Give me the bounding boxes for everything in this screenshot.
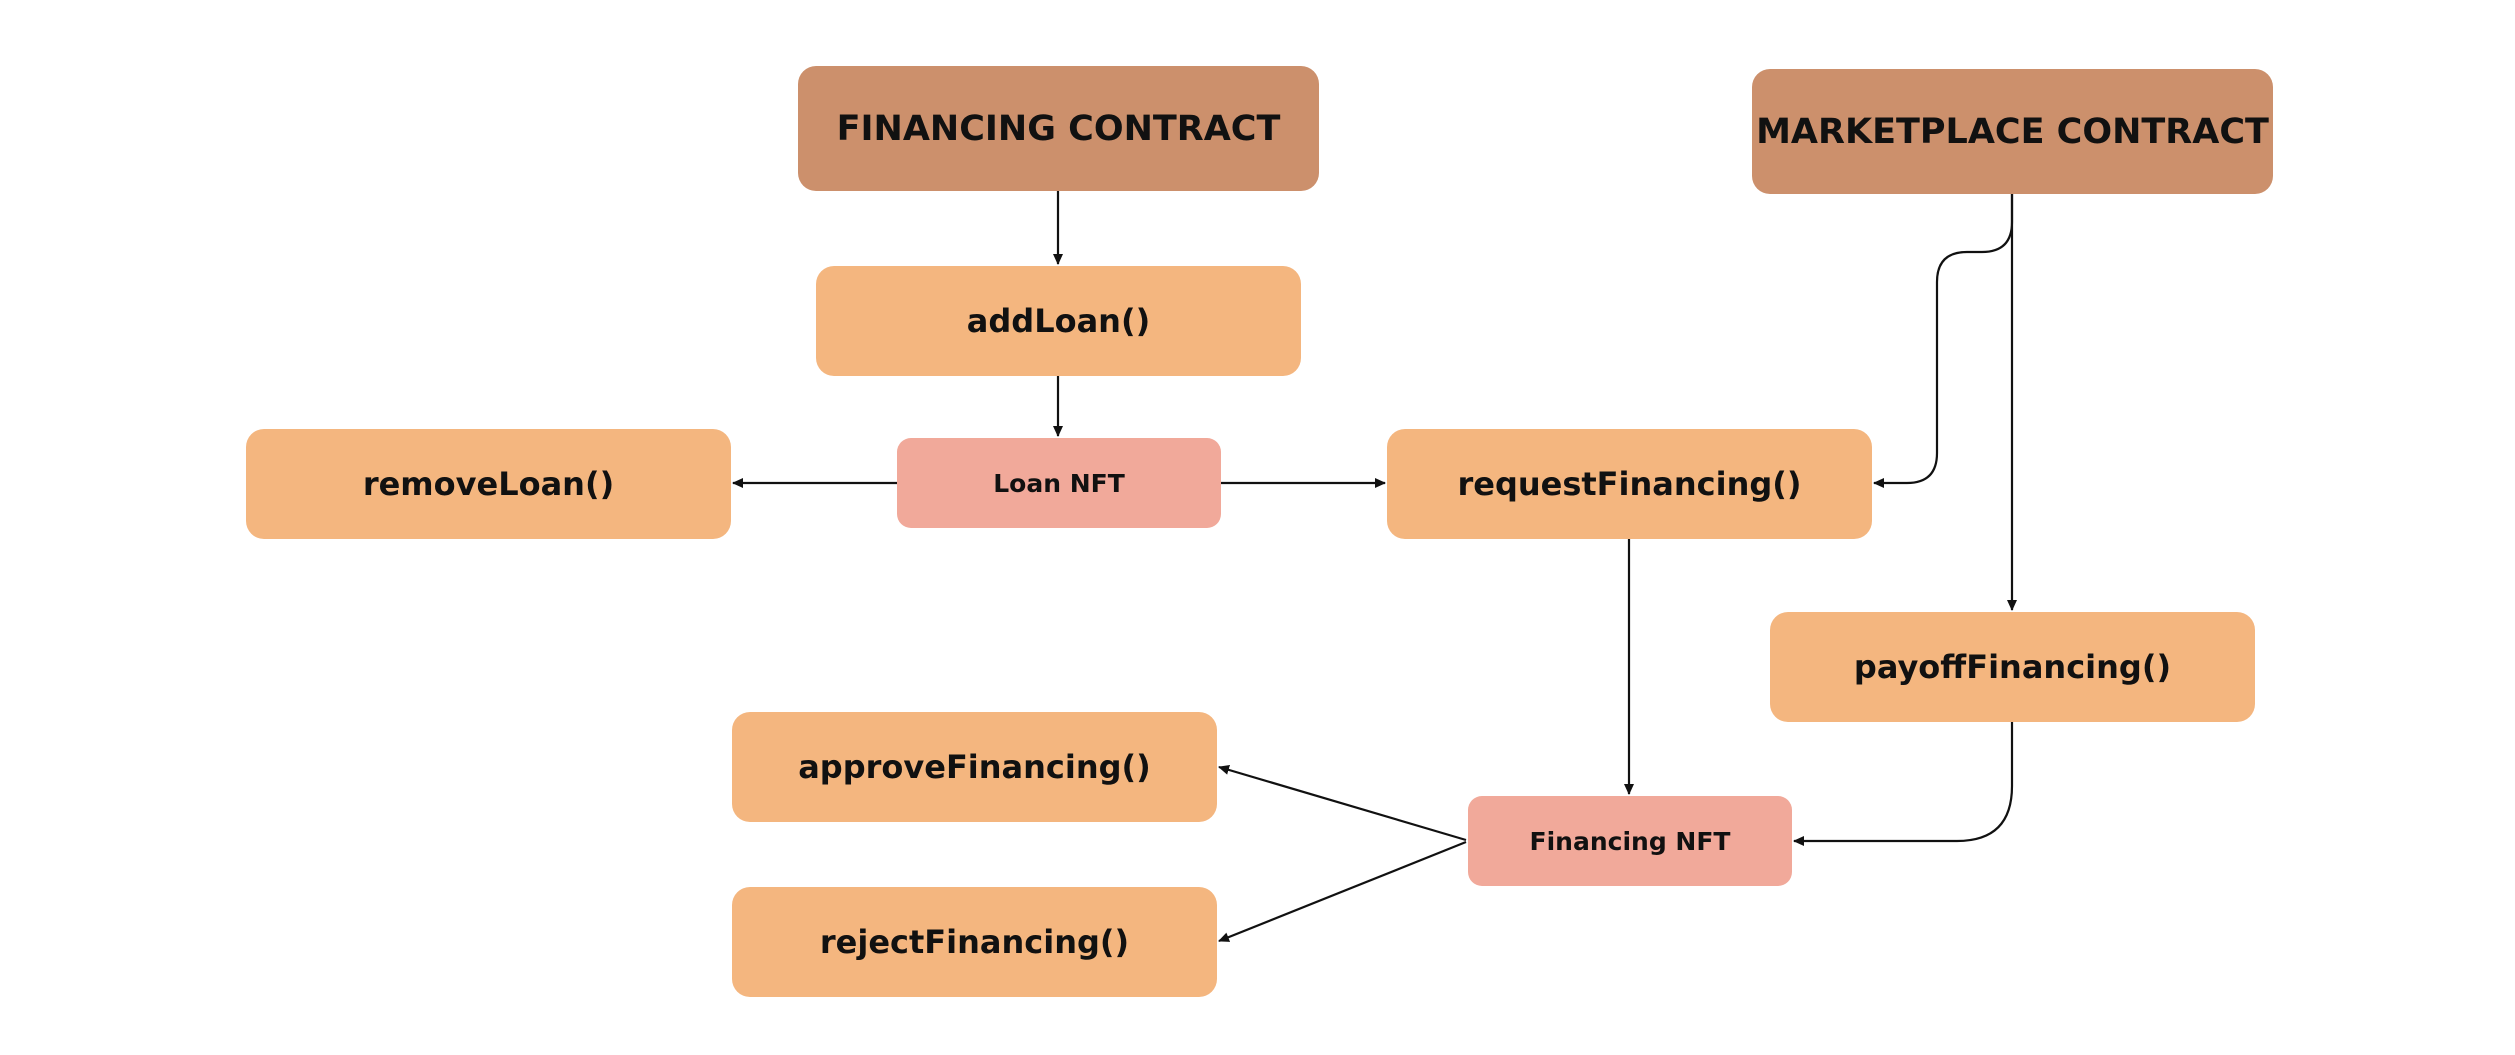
payoff-financing-label: payoffFinancing() [1853,648,2172,686]
loan-nft-label: Loan NFT [993,468,1125,498]
marketplace-contract-node: MARKETPLACE CONTRACT [1752,69,2273,194]
add-loan-label: addLoan() [966,302,1151,340]
add-loan-node: addLoan() [816,266,1301,376]
reject-financing-node: rejectFinancing() [732,887,1217,997]
reject-financing-label: rejectFinancing() [819,923,1130,961]
edge-financing-nft-to-reject-financing [1218,840,1467,943]
financing-contract-label: FINANCING CONTRACT [836,108,1281,149]
edge-payoff-financing-to-financing-nft [1793,722,2014,846]
marketplace-contract-label: MARKETPLACE CONTRACT [1756,111,2269,152]
request-financing-node: requestFinancing() [1387,429,1872,539]
remove-loan-node: removeLoan() [246,429,731,539]
approve-financing-node: approveFinancing() [732,712,1217,822]
financing-contract-node: FINANCING CONTRACT [798,66,1319,191]
loan-nft-node: Loan NFT [897,438,1221,528]
approve-financing-label: approveFinancing() [798,748,1151,786]
remove-loan-label: removeLoan() [362,465,615,503]
financing-nft-label: Financing NFT [1529,826,1731,856]
financing-nft-node: Financing NFT [1468,796,1792,886]
edge-marketplace-contract-to-request-financing [1873,194,2014,488]
payoff-financing-node: payoffFinancing() [1770,612,2255,722]
edge-financing-nft-to-approve-financing [1218,765,1467,842]
request-financing-label: requestFinancing() [1457,465,1802,503]
